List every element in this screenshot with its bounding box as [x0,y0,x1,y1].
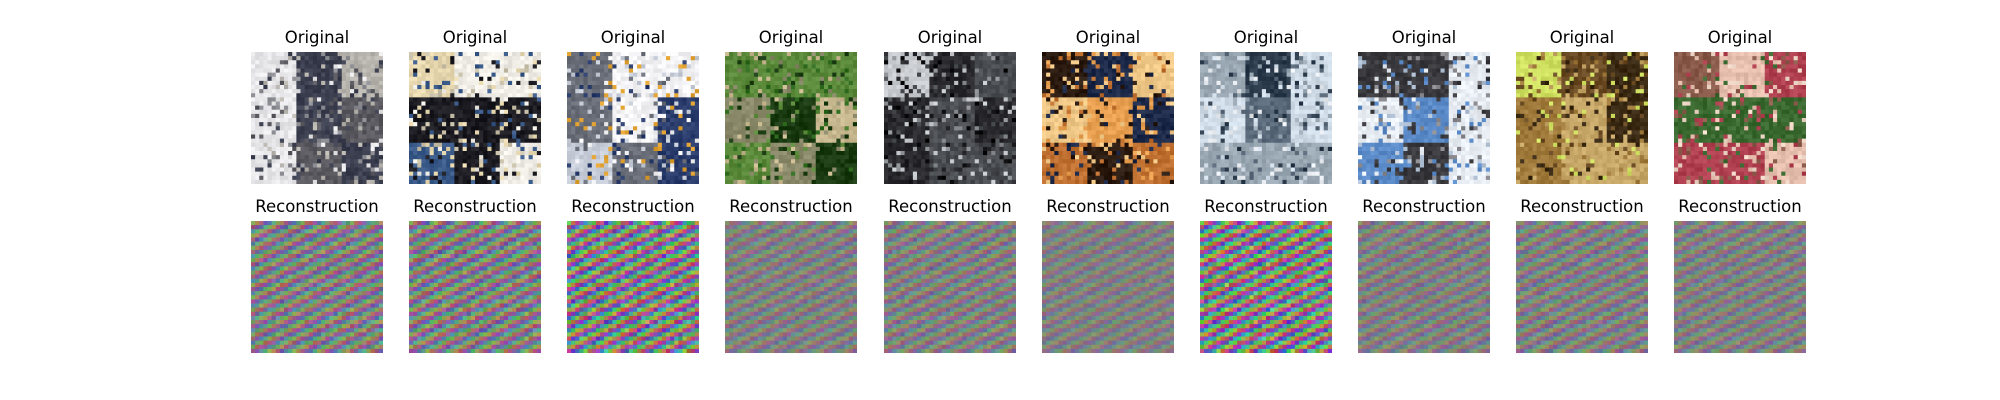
reconstruction-title: Reconstruction [537,197,729,217]
reconstruction-image-pixels [1200,221,1332,353]
white-horse-with-rider-image [251,52,383,184]
reconstruction-title: Reconstruction [1486,197,1678,217]
reconstruction-noise-image [725,221,857,353]
original-image-pixels [409,52,541,184]
original-image-pixels [725,52,857,184]
reconstruction-image-pixels [884,221,1016,353]
original-image-pixels [567,52,699,184]
reconstruction-noise-image [1042,221,1174,353]
reconstruction-noise-image [1516,221,1648,353]
reconstruction-image-pixels [409,221,541,353]
frog-close-up-image [1042,52,1174,184]
bird-on-ground-image [1516,52,1648,184]
original-image-pixels [1200,52,1332,184]
reconstruction-noise-image [1674,221,1806,353]
ship-at-sea-image [1200,52,1332,184]
reconstruction-title: Reconstruction [1644,197,1836,217]
original-title: Original [379,28,571,48]
reconstruction-title: Reconstruction [221,197,413,217]
ship-on-water-image [409,52,541,184]
reconstruction-title: Reconstruction [379,197,571,217]
original-title: Original [854,28,1046,48]
original-image-pixels [1358,52,1490,184]
original-title: Original [221,28,413,48]
original-title: Original [1012,28,1204,48]
reconstruction-noise-image [1200,221,1332,353]
reconstruction-title: Reconstruction [1328,197,1520,217]
original-title: Original [1170,28,1362,48]
reconstruction-title: Reconstruction [695,197,887,217]
original-title: Original [1486,28,1678,48]
reconstruction-noise-image [251,221,383,353]
original-title: Original [537,28,729,48]
reconstruction-image-pixels [725,221,857,353]
original-title: Original [1328,28,1520,48]
reconstruction-image-pixels [251,221,383,353]
original-image-pixels [1516,52,1648,184]
reconstruction-noise-image [567,221,699,353]
reconstruction-image-pixels [1674,221,1806,353]
frog-on-grass-image [725,52,857,184]
airplane-image [567,52,699,184]
reconstruction-image-pixels [1516,221,1648,353]
original-image-pixels [884,52,1016,184]
reconstruction-image-pixels [1358,221,1490,353]
reconstruction-noise-image [1358,221,1490,353]
reconstruction-title: Reconstruction [854,197,1046,217]
reconstruction-title: Reconstruction [1012,197,1204,217]
original-image-pixels [1674,52,1806,184]
silver-car-image [884,52,1016,184]
reconstruction-noise-image [884,221,1016,353]
original-image-pixels [1042,52,1174,184]
reconstruction-image-pixels [1042,221,1174,353]
dog-face-close-up-image [1674,52,1806,184]
original-image-pixels [251,52,383,184]
reconstruction-noise-image [409,221,541,353]
original-title: Original [695,28,887,48]
reconstruction-image-pixels [567,221,699,353]
reconstruction-title: Reconstruction [1170,197,1362,217]
white-boat-image [1358,52,1490,184]
original-title: Original [1644,28,1836,48]
